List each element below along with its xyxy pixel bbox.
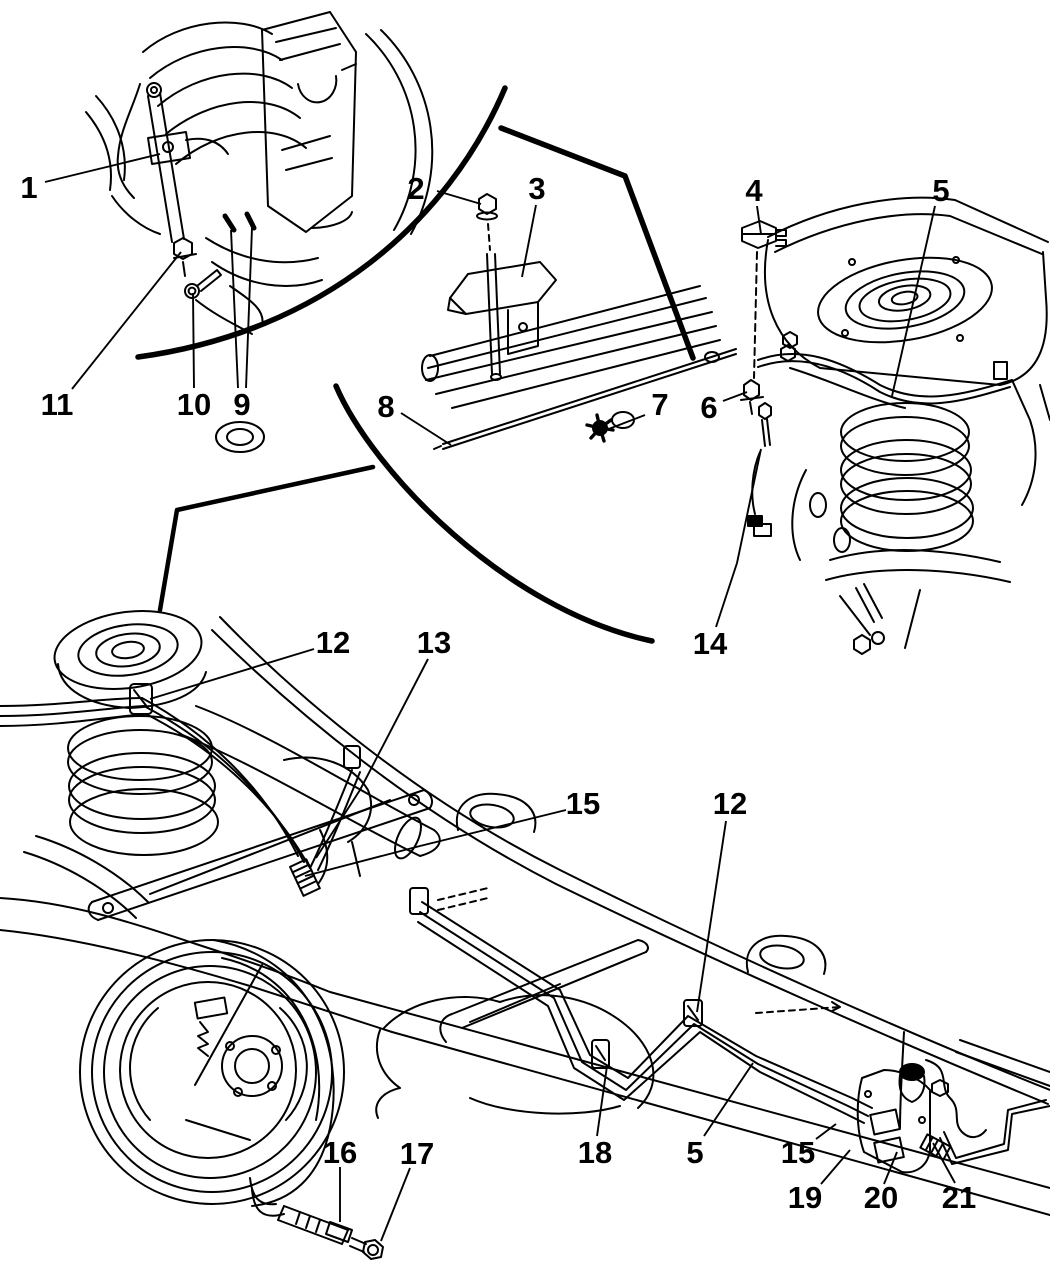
detail-bracket-frame <box>215 193 737 453</box>
callout-3: 3 <box>528 171 545 206</box>
hose-bracket-part1 <box>147 131 229 165</box>
leader-line-1 <box>44 153 161 183</box>
rear-coil-spring <box>840 402 974 552</box>
leader-line-15 <box>815 1123 837 1140</box>
rear-axle-tube <box>179 705 441 885</box>
bolt-part2 <box>476 193 502 381</box>
callout-12: 12 <box>316 625 350 660</box>
park-brake-cable-part16 <box>249 1177 353 1245</box>
left-coil-spring <box>67 715 219 856</box>
spring-seat <box>817 256 993 344</box>
retainer-part4 <box>741 220 787 379</box>
callout-13: 13 <box>417 625 451 660</box>
bolt-part6 <box>740 379 772 447</box>
steering-knuckle <box>85 83 323 335</box>
crossmember-bar <box>439 939 649 1043</box>
bracket-part3 <box>447 261 557 355</box>
callout-17: 17 <box>400 1136 434 1171</box>
rear-hose-part15 <box>925 1059 987 1138</box>
spring-upper-mount <box>53 609 203 691</box>
callout-8: 8 <box>377 389 394 424</box>
callout-2: 2 <box>407 171 424 206</box>
detail-front-brake <box>85 11 434 335</box>
leader-line-15 <box>419 809 567 847</box>
brake-drum <box>79 939 345 1207</box>
callout-11: 11 <box>41 387 74 422</box>
clip-part12b <box>409 887 429 915</box>
callout-12: 12 <box>713 786 747 821</box>
leader-line-6 <box>722 391 748 402</box>
leader-line-13 <box>359 658 429 791</box>
leader-line-2 <box>436 190 482 205</box>
bolt-part17 <box>349 1237 384 1260</box>
leader-line-7 <box>605 414 646 431</box>
leader-line-12 <box>696 820 727 1013</box>
stabilizer-link <box>146 82 197 277</box>
leader-line-4 <box>756 205 762 235</box>
callout-5: 5 <box>932 173 949 208</box>
leader-line-21 <box>932 1142 956 1184</box>
leader-line-5 <box>703 1062 754 1137</box>
callout-14: 14 <box>693 626 728 661</box>
callout-16: 16 <box>323 1135 357 1170</box>
brake-line-bundle-rear <box>704 331 1013 409</box>
leader-line-8 <box>400 412 452 446</box>
callout-18: 18 <box>578 1135 612 1170</box>
callout-7: 7 <box>651 387 668 422</box>
callout-4: 4 <box>745 173 763 208</box>
callout-19: 19 <box>788 1180 822 1215</box>
frame-rail-section <box>215 285 721 453</box>
axle-brake-line-bundle <box>0 683 311 869</box>
detail-boundary-arcs <box>135 85 696 644</box>
front-coil-spring <box>142 21 307 165</box>
track-bar <box>87 789 433 921</box>
frame-rail-near <box>0 835 1050 1216</box>
frame-brake-line-bundle <box>409 887 873 1124</box>
bolt-part10 <box>184 269 222 299</box>
speed-sensor-part14 <box>747 451 772 537</box>
callout-6: 6 <box>700 390 717 425</box>
callout-5: 5 <box>686 1135 703 1170</box>
junction-valve-assembly <box>856 1031 949 1174</box>
leader-line-14 <box>736 448 762 564</box>
view-rear-spring <box>704 196 1050 655</box>
leader-line-20 <box>883 1151 898 1185</box>
callout-21: 21 <box>942 1180 976 1215</box>
pins-part9 <box>222 211 257 233</box>
clip-part12-frame <box>683 999 703 1027</box>
brake-rotor <box>311 29 434 235</box>
leader-line-12 <box>149 648 315 700</box>
leader-line-3 <box>521 204 537 278</box>
leader-line-10 <box>192 292 195 389</box>
fuel-tank <box>375 994 655 1119</box>
frame-rail-far <box>211 616 1050 1105</box>
brake-pipe-part8 <box>433 348 737 450</box>
leader-line-11 <box>71 251 182 390</box>
callout-1: 1 <box>20 170 37 205</box>
callout-15: 15 <box>781 1135 815 1170</box>
view-frame-underbody <box>0 609 1050 1260</box>
leader-line-9 <box>245 227 253 389</box>
leader-line-17 <box>380 1167 411 1242</box>
brake-caliper <box>261 11 357 233</box>
leader-line-19 <box>820 1149 851 1185</box>
callout-10: 10 <box>177 387 211 422</box>
leader-line-5 <box>891 205 936 397</box>
callout-9: 9 <box>233 387 250 422</box>
callout-15: 15 <box>566 786 600 821</box>
leader-line-14 <box>715 562 738 628</box>
z-pipe-and-hose-part21 <box>919 1099 1050 1165</box>
rear-axle-bracket <box>825 549 1011 655</box>
leader-line-13 <box>315 789 361 859</box>
leader-line-18 <box>596 1065 608 1137</box>
leader-line-15 <box>304 845 421 877</box>
rear-frame-plate <box>764 196 1050 561</box>
clip-part18 <box>591 1039 610 1069</box>
leader-line-9 <box>230 229 239 389</box>
callout-20: 20 <box>864 1180 898 1215</box>
